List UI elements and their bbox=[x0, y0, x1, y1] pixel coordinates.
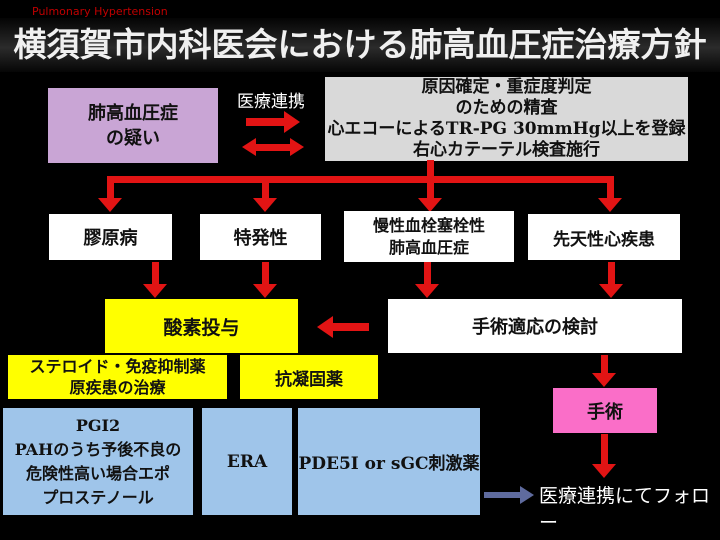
double-arrow-head-left bbox=[242, 138, 256, 156]
left-arrow-icon bbox=[317, 316, 369, 338]
arrow-head bbox=[98, 198, 122, 212]
pgi2-line1: PGI2 bbox=[75, 415, 121, 435]
suspicion-line1: 肺高血圧症 bbox=[88, 102, 178, 124]
era-box: ERA bbox=[202, 408, 292, 515]
down-arrow-icon bbox=[98, 179, 122, 212]
right-arrow-head bbox=[284, 110, 300, 133]
down-arrow-icon bbox=[143, 262, 167, 298]
down-arrow-icon bbox=[599, 262, 623, 298]
pgi2-line4: プロステノール bbox=[42, 487, 154, 507]
slide-title: 横須賀市内科医会における肺高血圧症治療方針 bbox=[13, 25, 707, 64]
workup-line2: のための精査 bbox=[455, 98, 558, 118]
category-box-cteph: 慢性血栓塞栓性 肺高血圧症 bbox=[344, 211, 514, 262]
followup-arrow-icon bbox=[484, 486, 534, 504]
category-label: 慢性血栓塞栓性 bbox=[372, 215, 485, 235]
arrow-shaft bbox=[261, 179, 269, 198]
arrow-shaft bbox=[600, 355, 608, 373]
surgery-eval-box: 手術適応の検討 bbox=[388, 299, 682, 353]
surgery-eval-label: 手術適応の検討 bbox=[472, 317, 598, 338]
followup-label: 医療連携にてフォロー bbox=[539, 485, 711, 534]
followup-arrow-head bbox=[520, 486, 534, 504]
down-arrow-icon bbox=[418, 160, 442, 212]
pgi2-box: PGI2 PAHのうち予後不良の 危険性高い場合エポ プロステノール bbox=[3, 408, 193, 515]
category-label: 肺高血圧症 bbox=[388, 237, 469, 257]
pde5-label: PDE5I or sGC刺激薬 bbox=[298, 454, 480, 474]
category-box-collagen: 膠原病 bbox=[49, 214, 172, 260]
arrow-shaft bbox=[261, 262, 269, 284]
workup-box: 原因確定・重症度判定 のための精査 心エコーによるTR-PG 30mmHg以上を… bbox=[325, 77, 688, 161]
left-arrow-shaft bbox=[333, 323, 369, 331]
surgery-label: 手術 bbox=[587, 401, 623, 423]
arrow-shaft bbox=[426, 160, 434, 198]
category-label: 先天性心疾患 bbox=[553, 229, 655, 250]
anticoagulant-box: 抗凝固薬 bbox=[240, 355, 378, 399]
double-arrow-head-right bbox=[290, 138, 304, 156]
workup-line3: 心エコーによるTR-PG 30mmHg以上を登録 bbox=[327, 119, 686, 139]
category-box-chd: 先天性心疾患 bbox=[528, 214, 680, 260]
oxygen-box: 酸素投与 bbox=[105, 299, 298, 353]
down-arrow-icon bbox=[592, 355, 616, 387]
medical-cooperation-label: 医療連携 bbox=[237, 92, 305, 112]
down-arrow-icon bbox=[598, 179, 622, 212]
steroid-line1: ステロイド・免疫抑制薬 bbox=[29, 357, 206, 376]
category-label: 膠原病 bbox=[83, 228, 138, 249]
arrow-head bbox=[592, 373, 616, 387]
suspicion-box: 肺高血圧症 の疑い bbox=[48, 88, 218, 163]
arrow-head bbox=[253, 198, 277, 212]
down-arrow-icon bbox=[415, 262, 439, 298]
arrow-shaft bbox=[151, 262, 159, 284]
branch-connector-line bbox=[107, 176, 614, 183]
down-arrow-icon bbox=[253, 262, 277, 298]
arrow-head bbox=[418, 198, 442, 212]
arrow-head bbox=[598, 198, 622, 212]
right-arrow-shaft bbox=[246, 117, 284, 126]
era-label: ERA bbox=[226, 451, 268, 472]
arrow-shaft bbox=[607, 262, 615, 284]
pde5-box: PDE5I or sGC刺激薬 bbox=[298, 408, 480, 515]
steroid-line2: 原疾患の治療 bbox=[69, 378, 166, 397]
left-arrow-head bbox=[317, 316, 333, 338]
surgery-box: 手術 bbox=[553, 388, 657, 433]
pgi2-line2: PAHのうち予後不良の bbox=[14, 439, 182, 459]
arrow-head bbox=[599, 284, 623, 298]
title-band bbox=[0, 18, 720, 72]
followup-arrow-shaft bbox=[484, 492, 520, 498]
down-arrow-icon bbox=[592, 434, 616, 478]
steroid-box: ステロイド・免疫抑制薬 原疾患の治療 bbox=[8, 355, 227, 399]
pgi2-line3: 危険性高い場合エポ bbox=[25, 463, 170, 483]
arrow-head bbox=[415, 284, 439, 298]
arrow-shaft bbox=[600, 434, 608, 464]
arrow-shaft bbox=[106, 179, 114, 198]
anticoagulant-label: 抗凝固薬 bbox=[275, 369, 343, 390]
workup-line1: 原因確定・重症度判定 bbox=[421, 77, 592, 97]
double-arrow-shaft bbox=[256, 143, 290, 151]
arrow-head bbox=[143, 284, 167, 298]
slide-tag: Pulmonary Hypertension bbox=[32, 5, 168, 18]
arrow-head bbox=[253, 284, 277, 298]
workup-line4: 右心カテーテル検査施行 bbox=[413, 140, 600, 160]
right-arrow-icon bbox=[246, 110, 300, 133]
category-box-idiopathic: 特発性 bbox=[200, 214, 321, 260]
arrow-shaft bbox=[423, 262, 431, 284]
arrow-head bbox=[592, 464, 616, 478]
category-label: 特発性 bbox=[233, 228, 288, 249]
double-arrow-icon bbox=[242, 137, 304, 157]
down-arrow-icon bbox=[253, 179, 277, 212]
arrow-shaft bbox=[606, 179, 614, 198]
oxygen-label: 酸素投与 bbox=[163, 316, 240, 339]
suspicion-line2: の疑い bbox=[106, 127, 160, 149]
